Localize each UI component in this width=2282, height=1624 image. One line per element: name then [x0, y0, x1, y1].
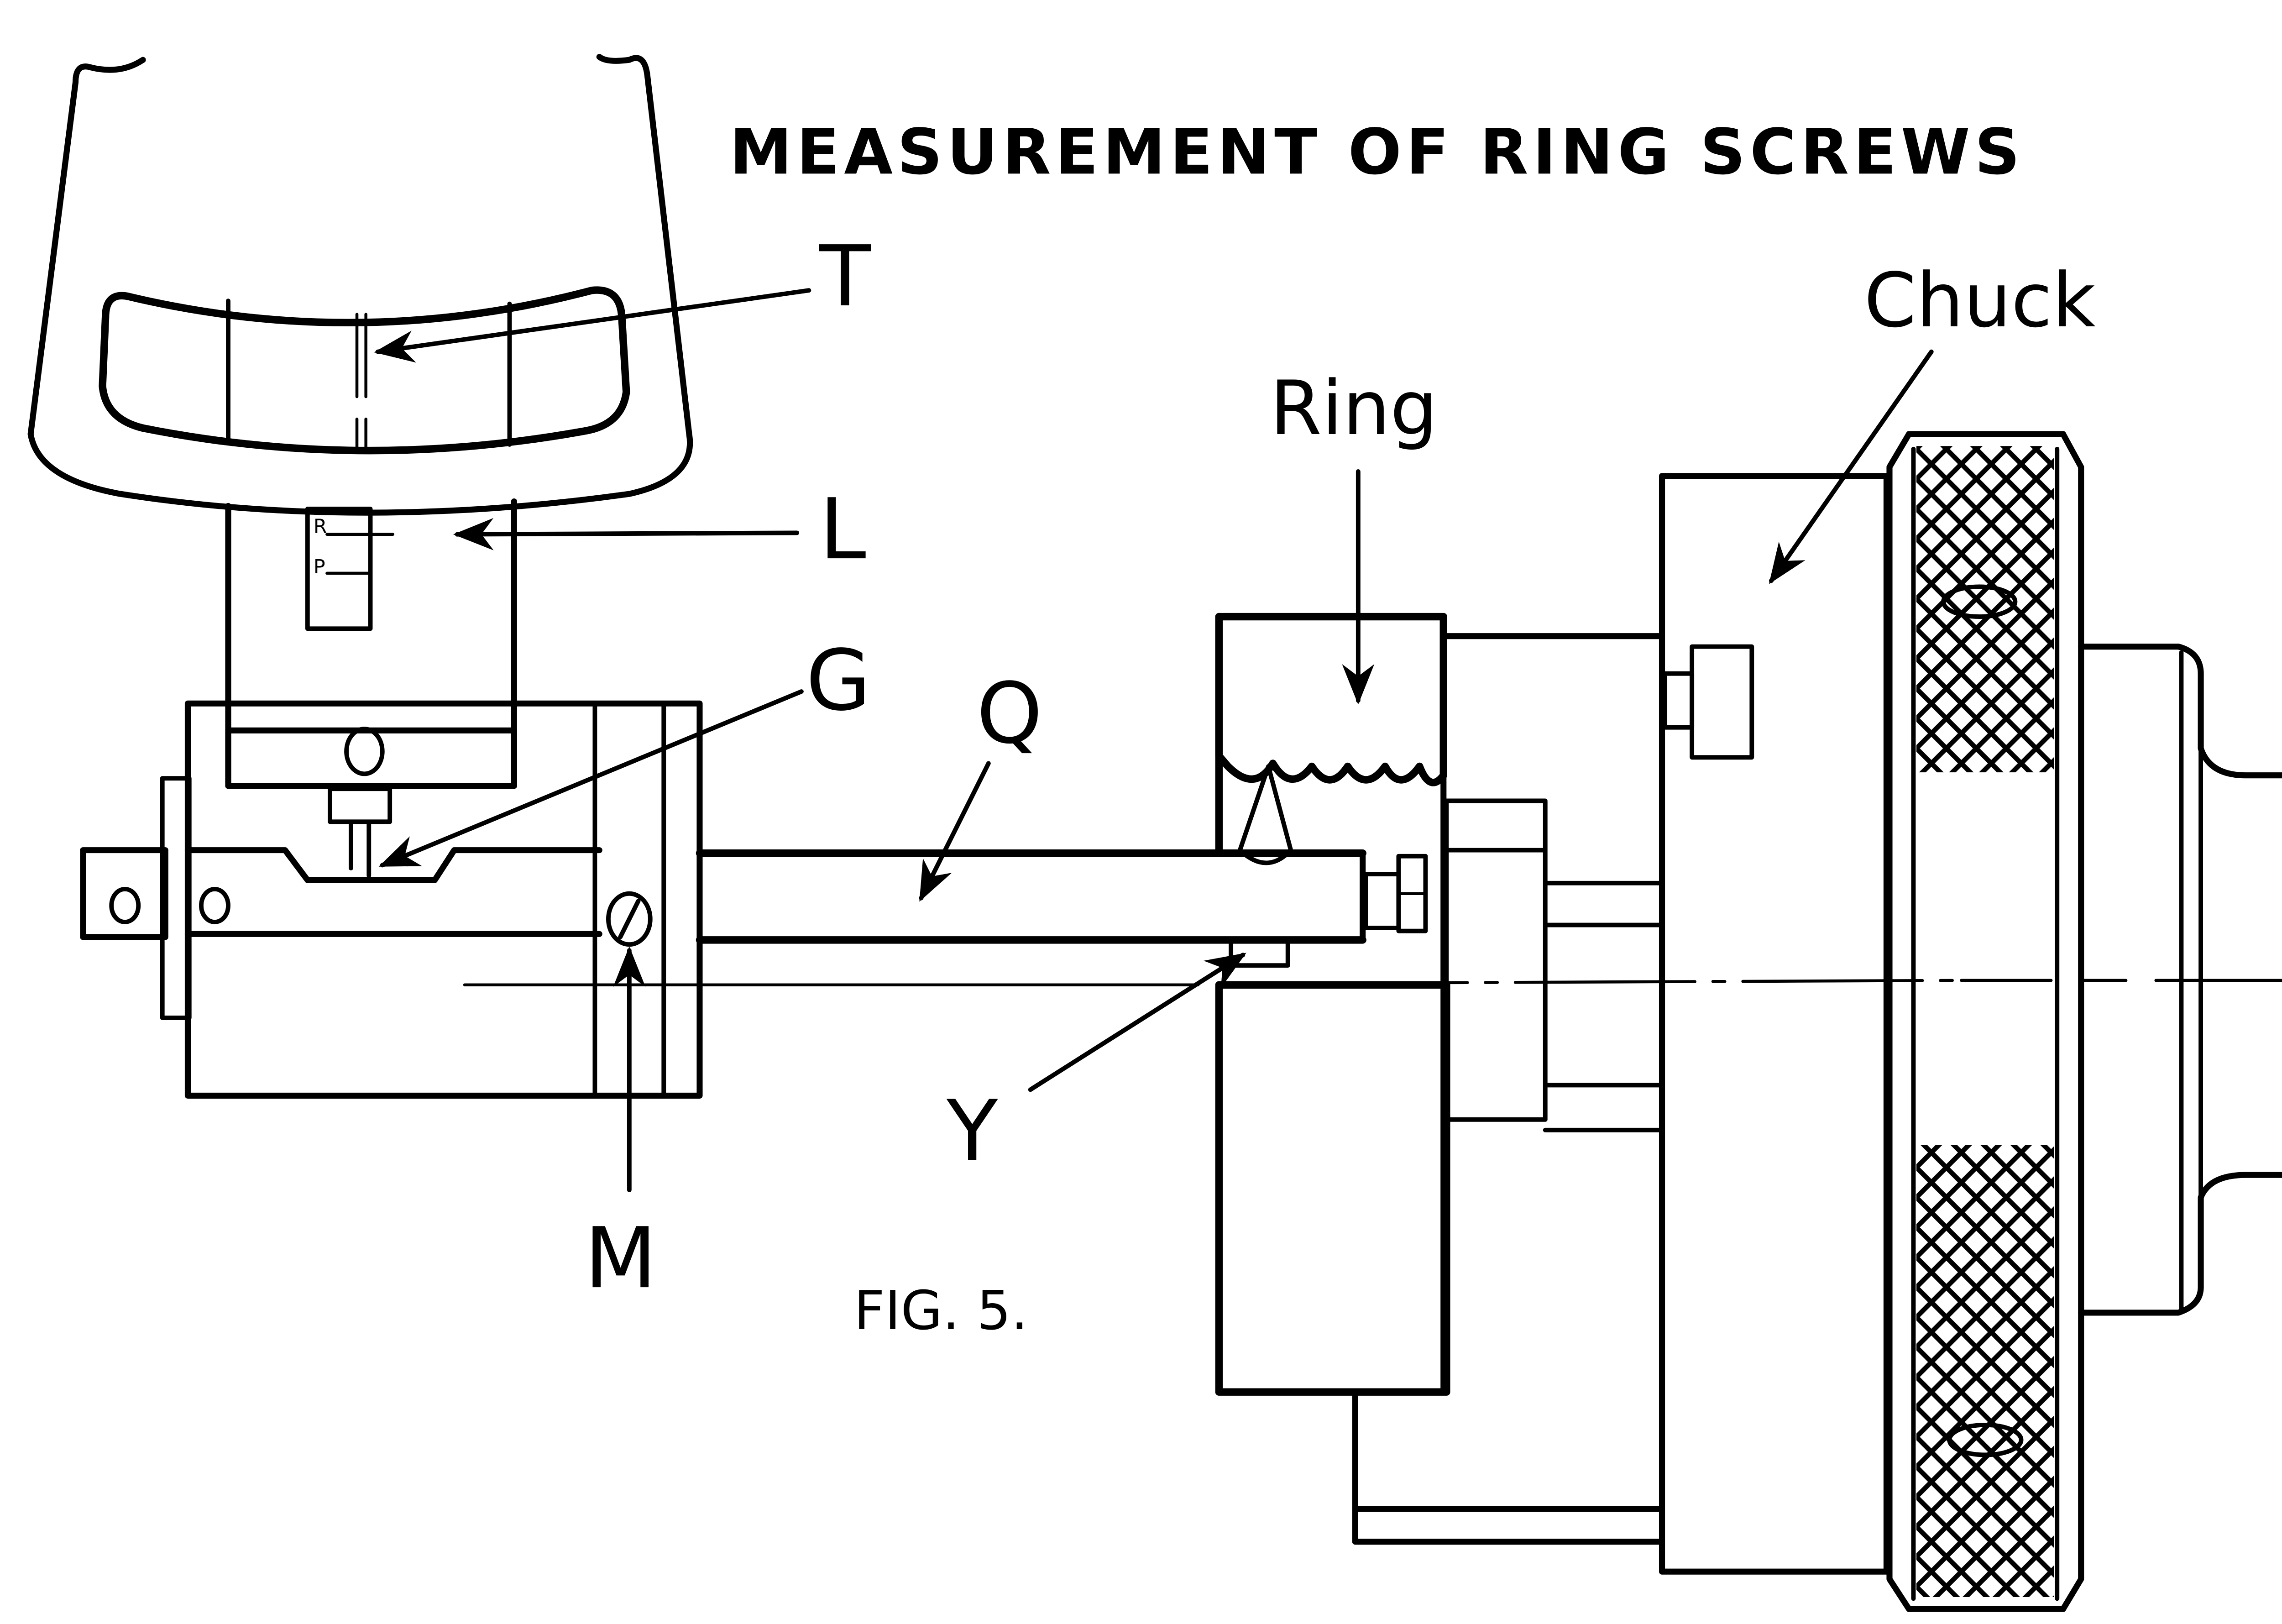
- leader-chuck: [1769, 349, 1934, 584]
- probe-bar: [696, 764, 1428, 968]
- label-q: Q: [977, 665, 1043, 763]
- knurled-wheel: [1886, 431, 2084, 1612]
- label-chuck: Chuck: [1864, 257, 2095, 344]
- leader-y: [1028, 953, 1246, 1092]
- leader-l: [453, 518, 800, 550]
- gauge-housing-break: [87, 57, 146, 73]
- screw-icon: [606, 891, 653, 947]
- label-g: G: [806, 632, 871, 729]
- leader-g: [378, 689, 804, 868]
- scale-mark-r: R: [314, 515, 327, 538]
- hole-icon: [199, 886, 230, 924]
- chuck-key-block: [1690, 644, 1754, 760]
- spindle-step: [1444, 798, 1548, 1122]
- dial-gauge: R P: [27, 54, 693, 789]
- probe-cone: [1237, 764, 1293, 865]
- chuck-base: [1352, 1389, 1665, 1545]
- plunger-head: [328, 786, 393, 824]
- label-ring: Ring: [1270, 365, 1437, 452]
- wheel-slot-icon: [1947, 1422, 2024, 1457]
- knurl-bottom: [1916, 1145, 2054, 1597]
- level-scale: [305, 507, 373, 631]
- label-t: T: [819, 228, 871, 325]
- holder-body: [184, 700, 703, 1099]
- figure-caption: FIG. 5.: [854, 1279, 1028, 1342]
- label-y: Y: [946, 1083, 998, 1180]
- leader-lines: [374, 288, 1934, 1192]
- knurl-top: [1916, 446, 2054, 773]
- wheel-slot-icon: [1941, 584, 2018, 619]
- centre-line: [463, 979, 2282, 987]
- clamp-ball: [344, 727, 385, 776]
- probe-nut: [1363, 872, 1401, 931]
- label-l: L: [819, 481, 866, 578]
- label-m: M: [584, 1210, 656, 1307]
- chuck-key-stem: [1663, 671, 1695, 730]
- stop-y: [1229, 941, 1290, 968]
- holder-clamp: [225, 727, 517, 789]
- jaw-lines: [1543, 880, 1664, 1132]
- gauge-housing-outline: [27, 54, 693, 516]
- chuck-body: [1659, 473, 1889, 1575]
- ring-knurled-section: [1215, 981, 1450, 1396]
- slide-bar-end: [80, 847, 168, 940]
- leader-q: [919, 761, 991, 902]
- slide-groove: [184, 847, 602, 883]
- figure-title: MEASUREMENT OF RING SCREWS: [730, 115, 2025, 189]
- screw-slot: [618, 899, 641, 939]
- chuck-assembly: [1352, 431, 2282, 1612]
- leader-t: [374, 288, 811, 363]
- hole-icon: [109, 886, 141, 924]
- ring-thread-section: [1215, 613, 1447, 786]
- gauge-holder: [80, 700, 703, 1099]
- scale-mark-p: P: [314, 555, 325, 578]
- dial-window: [99, 286, 630, 455]
- ring: [1215, 613, 1450, 1396]
